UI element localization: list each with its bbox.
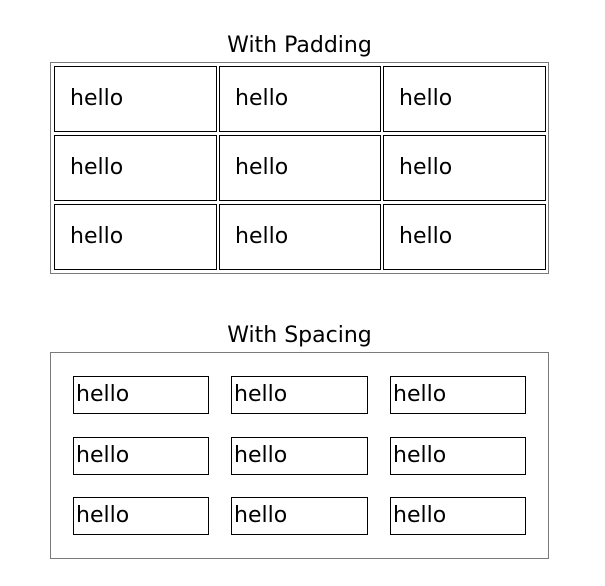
cell-text: hello (235, 86, 289, 111)
table-cell: hello (54, 204, 217, 270)
spacing-table-caption: With Spacing (227, 323, 372, 348)
cell-text: hello (70, 224, 124, 249)
table-cell: hello (390, 497, 526, 535)
cell-text: hello (393, 443, 447, 468)
table-cell: hello (73, 437, 209, 475)
cell-text: hello (393, 503, 447, 528)
table-cell: hello (219, 204, 381, 270)
spacing-table: hello hello hello hello hello hello hell… (50, 352, 549, 559)
cell-text: hello (234, 443, 288, 468)
table-cell: hello (390, 376, 526, 414)
cell-text: hello (76, 382, 130, 407)
table-cell: hello (219, 135, 381, 201)
table-cell: hello (231, 376, 368, 414)
cell-text: hello (399, 224, 453, 249)
table-cell: hello (73, 497, 209, 535)
cell-text: hello (70, 155, 124, 180)
table-cell: hello (383, 204, 546, 270)
cell-text: hello (76, 443, 130, 468)
cell-text: hello (234, 382, 288, 407)
table-cell: hello (219, 66, 381, 132)
padding-table: hello hello hello hello hello hello hell… (50, 62, 549, 274)
table-cell: hello (390, 437, 526, 475)
table-cell: hello (383, 135, 546, 201)
table-cell: hello (54, 135, 217, 201)
cell-text: hello (70, 86, 124, 111)
cell-text: hello (234, 503, 288, 528)
cell-text: hello (235, 155, 289, 180)
table-cell: hello (231, 437, 368, 475)
cell-text: hello (76, 503, 130, 528)
table-cell: hello (54, 66, 217, 132)
cell-text: hello (235, 224, 289, 249)
cell-text: hello (399, 86, 453, 111)
table-cell: hello (231, 497, 368, 535)
cell-text: hello (393, 382, 447, 407)
table-cell: hello (73, 376, 209, 414)
table-cell: hello (383, 66, 546, 132)
cell-text: hello (399, 155, 453, 180)
padding-table-caption: With Padding (227, 33, 372, 58)
